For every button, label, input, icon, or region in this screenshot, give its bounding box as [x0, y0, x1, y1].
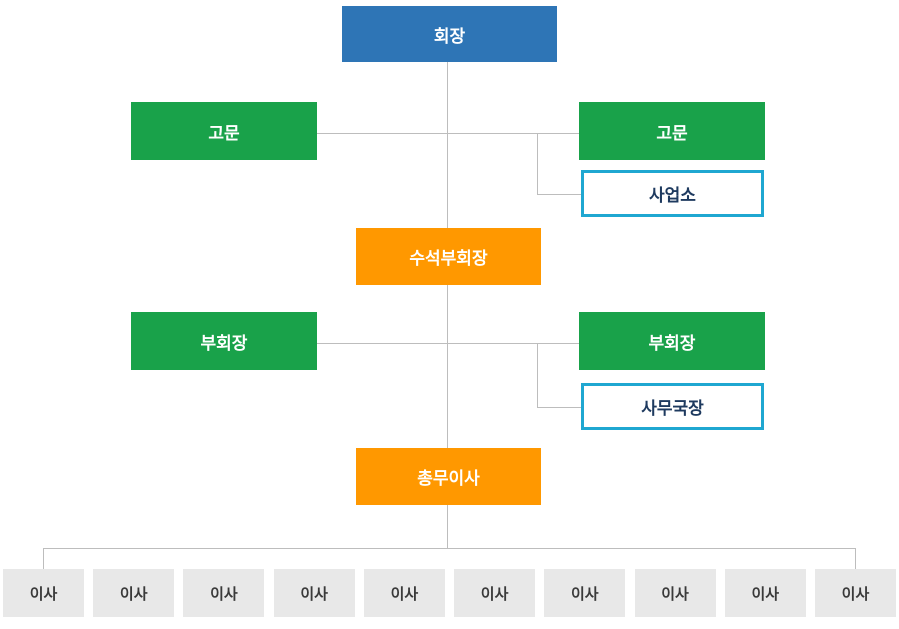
node-director: 이사 — [454, 569, 536, 617]
connector-trunk-vertical — [447, 62, 448, 548]
node-director: 이사 — [814, 569, 896, 617]
node-director: 이사 — [3, 569, 84, 617]
node-director: 이사 — [544, 569, 626, 617]
node-secretary-general: 사무국장 — [581, 383, 764, 430]
node-advisor-left: 고문 — [131, 102, 317, 160]
connector-directors-drop-right — [855, 548, 856, 569]
node-business-office: 사업소 — [581, 170, 764, 217]
connector-directors-drop-left — [43, 548, 44, 569]
node-director: 이사 — [183, 569, 265, 617]
node-vice-chairman-right: 부회장 — [579, 312, 765, 370]
node-vice-chairman-left: 부회장 — [131, 312, 317, 370]
node-senior-vice-chairman: 수석부회장 — [356, 228, 541, 285]
node-advisor-right: 고문 — [579, 102, 765, 160]
connector-vice-chairman-branch — [317, 343, 579, 344]
connector-advisor-branch — [317, 133, 579, 134]
node-director: 이사 — [634, 569, 716, 617]
node-chairman: 회장 — [342, 6, 557, 62]
connector-business-office-stub — [537, 194, 581, 195]
connector-secretary-stub — [537, 407, 581, 408]
connector-directors-bus — [43, 548, 856, 549]
node-director: 이사 — [724, 569, 806, 617]
node-director: 이사 — [273, 569, 355, 617]
node-director: 이사 — [363, 569, 445, 617]
connector-business-office-drop — [537, 133, 538, 195]
connector-secretary-drop — [537, 343, 538, 408]
directors-row: 이사 이사 이사 이사 이사 이사 이사 이사 이사 이사 — [3, 569, 896, 617]
node-director: 이사 — [93, 569, 175, 617]
node-general-affairs-director: 총무이사 — [356, 448, 541, 505]
